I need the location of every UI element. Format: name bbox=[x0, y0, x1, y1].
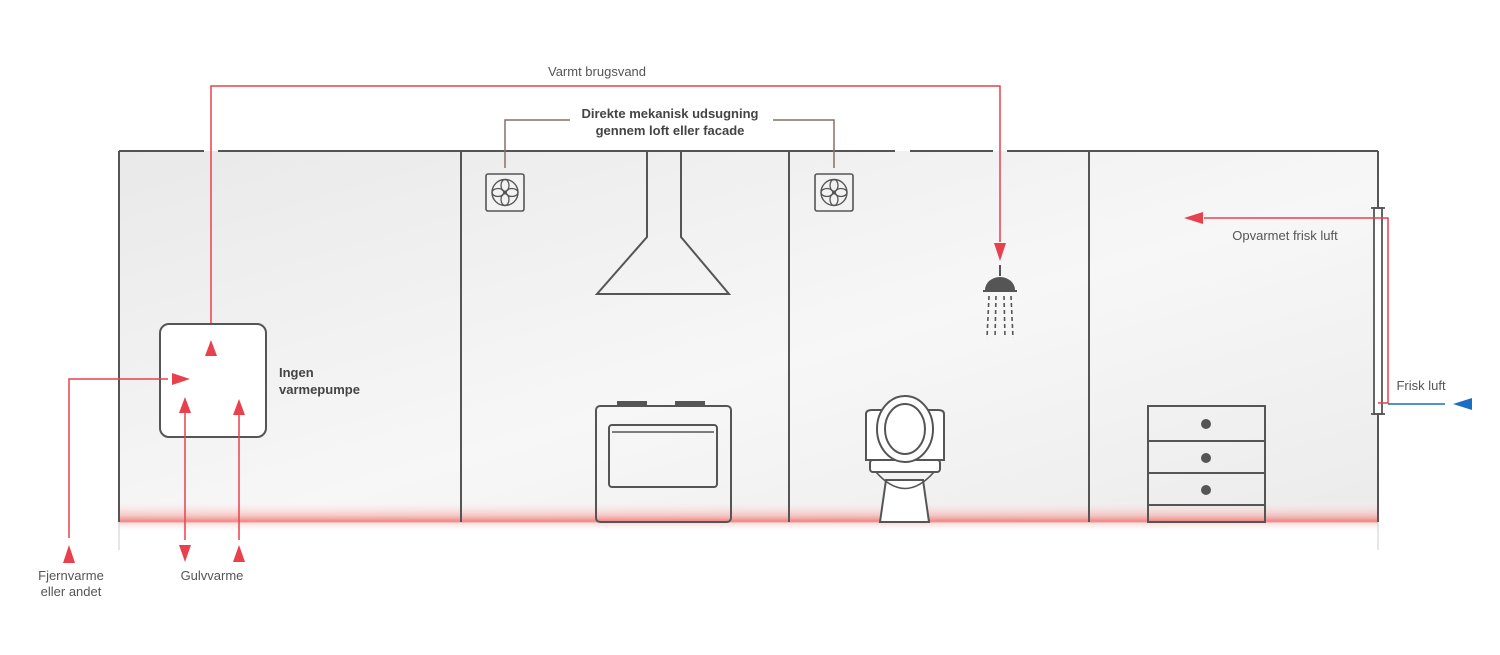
shower-head-icon bbox=[983, 265, 1017, 339]
floor-heating-glow bbox=[119, 500, 1378, 522]
extraction-leaders bbox=[504, 119, 835, 168]
fan-icon bbox=[814, 173, 854, 212]
extraction-label-line1: Direkte mekanisk udsugning bbox=[582, 106, 759, 121]
district-heating-arrow-in bbox=[172, 373, 190, 385]
fan-icon bbox=[485, 173, 525, 212]
district-heating-label-line2: eller andet bbox=[41, 584, 102, 599]
fresh-air-arrow bbox=[1453, 398, 1472, 410]
floor-heating-label: Gulvvarme bbox=[181, 568, 244, 583]
extraction-label-line2: gennem loft eller facade bbox=[596, 123, 745, 138]
no-heatpump-label-line2: varmepumpe bbox=[279, 382, 360, 397]
radiator-icon bbox=[1371, 207, 1385, 415]
floor-heating-arrow-return-bottom bbox=[233, 545, 245, 562]
heated-fresh-air-label: Opvarmet frisk luft bbox=[1232, 228, 1338, 243]
hot-water-arrow-down bbox=[994, 243, 1006, 261]
heated-air-arrow bbox=[1184, 212, 1203, 224]
hot-water-label: Varmt brugsvand bbox=[548, 64, 646, 79]
stove-icon bbox=[595, 401, 732, 523]
floor-heating-arrow-supply-up bbox=[179, 397, 191, 413]
building-fill bbox=[119, 151, 1378, 522]
floor-heating-arrow-supply-down bbox=[179, 545, 191, 562]
cooker-hood-icon bbox=[594, 151, 732, 295]
hot-water-arrow-up bbox=[205, 340, 217, 356]
district-heating-arrow-source bbox=[63, 545, 75, 563]
drawer-cabinet-icon bbox=[1147, 405, 1266, 523]
building bbox=[118, 150, 1379, 550]
toilet-icon bbox=[865, 395, 945, 523]
district-heating-line bbox=[68, 378, 168, 538]
no-heatpump-label-line1: Ingen bbox=[279, 365, 314, 380]
fresh-air-label: Frisk luft bbox=[1396, 378, 1446, 393]
hot-water-line bbox=[210, 85, 1001, 325]
floor-heating-arrow-return-up bbox=[233, 399, 245, 415]
heated-air-line bbox=[1204, 217, 1389, 404]
district-heating-label-line1: Fjernvarme bbox=[38, 568, 104, 583]
floor-heating-glow-below bbox=[119, 522, 1378, 532]
